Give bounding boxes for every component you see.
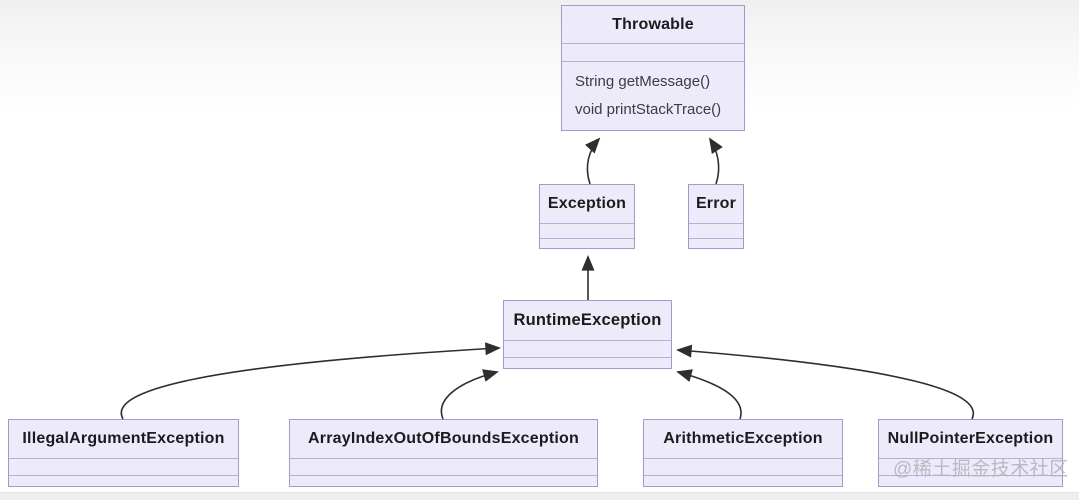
arrow-array-index-to-runtime	[440, 369, 499, 420]
class-box-runtime-exception: RuntimeException	[503, 300, 672, 369]
class-box-error: Error	[688, 184, 744, 249]
attributes-compartment	[9, 458, 238, 475]
juejin-watermark: @稀土掘金技术社区	[893, 459, 1069, 480]
method-print-stack-trace: void printStackTrace()	[575, 101, 722, 118]
class-name: Error	[695, 195, 737, 212]
class-box-array-index-out-of-bounds-exception: ArrayIndexOutOfBoundsException	[289, 419, 598, 487]
methods-compartment: String getMessage() void printStackTrace…	[562, 61, 744, 130]
class-name: RuntimeException	[513, 311, 662, 329]
arrow-error-to-throwable	[708, 137, 723, 185]
class-box-arithmetic-exception: ArithmeticException	[643, 419, 843, 487]
bottom-edge-strip	[0, 492, 1079, 500]
arrow-null-pointer-to-runtime	[676, 344, 975, 420]
class-box-throwable: Throwable String getMessage() void print…	[561, 5, 745, 131]
class-name: Exception	[547, 195, 627, 212]
methods-compartment	[504, 357, 671, 368]
class-box-illegal-argument-exception: IllegalArgumentException	[8, 419, 239, 487]
attributes-compartment	[540, 223, 634, 238]
methods-compartment	[540, 238, 634, 248]
class-name: Throwable	[612, 15, 694, 33]
class-box-exception: Exception	[539, 184, 635, 249]
methods-compartment	[9, 475, 238, 486]
methods-compartment	[290, 475, 597, 486]
arrow-arithmetic-to-runtime	[676, 369, 742, 420]
attributes-compartment	[562, 43, 744, 61]
methods-compartment	[644, 475, 842, 486]
attributes-compartment	[689, 223, 743, 238]
attributes-compartment	[504, 340, 671, 357]
method-get-message: String getMessage()	[575, 73, 711, 90]
attributes-compartment	[644, 458, 842, 475]
class-name: NullPointerException	[887, 430, 1054, 447]
arrow-exception-to-throwable	[585, 137, 601, 185]
class-box-null-pointer-exception: NullPointerException	[878, 419, 1063, 487]
attributes-compartment	[290, 458, 597, 475]
attributes-compartment	[879, 458, 1062, 475]
arrow-illegal-argument-to-runtime	[120, 342, 501, 420]
class-name: ArrayIndexOutOfBoundsException	[308, 430, 579, 447]
methods-compartment	[879, 475, 1062, 486]
class-name: IllegalArgumentException	[22, 430, 225, 447]
methods-compartment	[689, 238, 743, 248]
class-name: ArithmeticException	[663, 430, 823, 447]
